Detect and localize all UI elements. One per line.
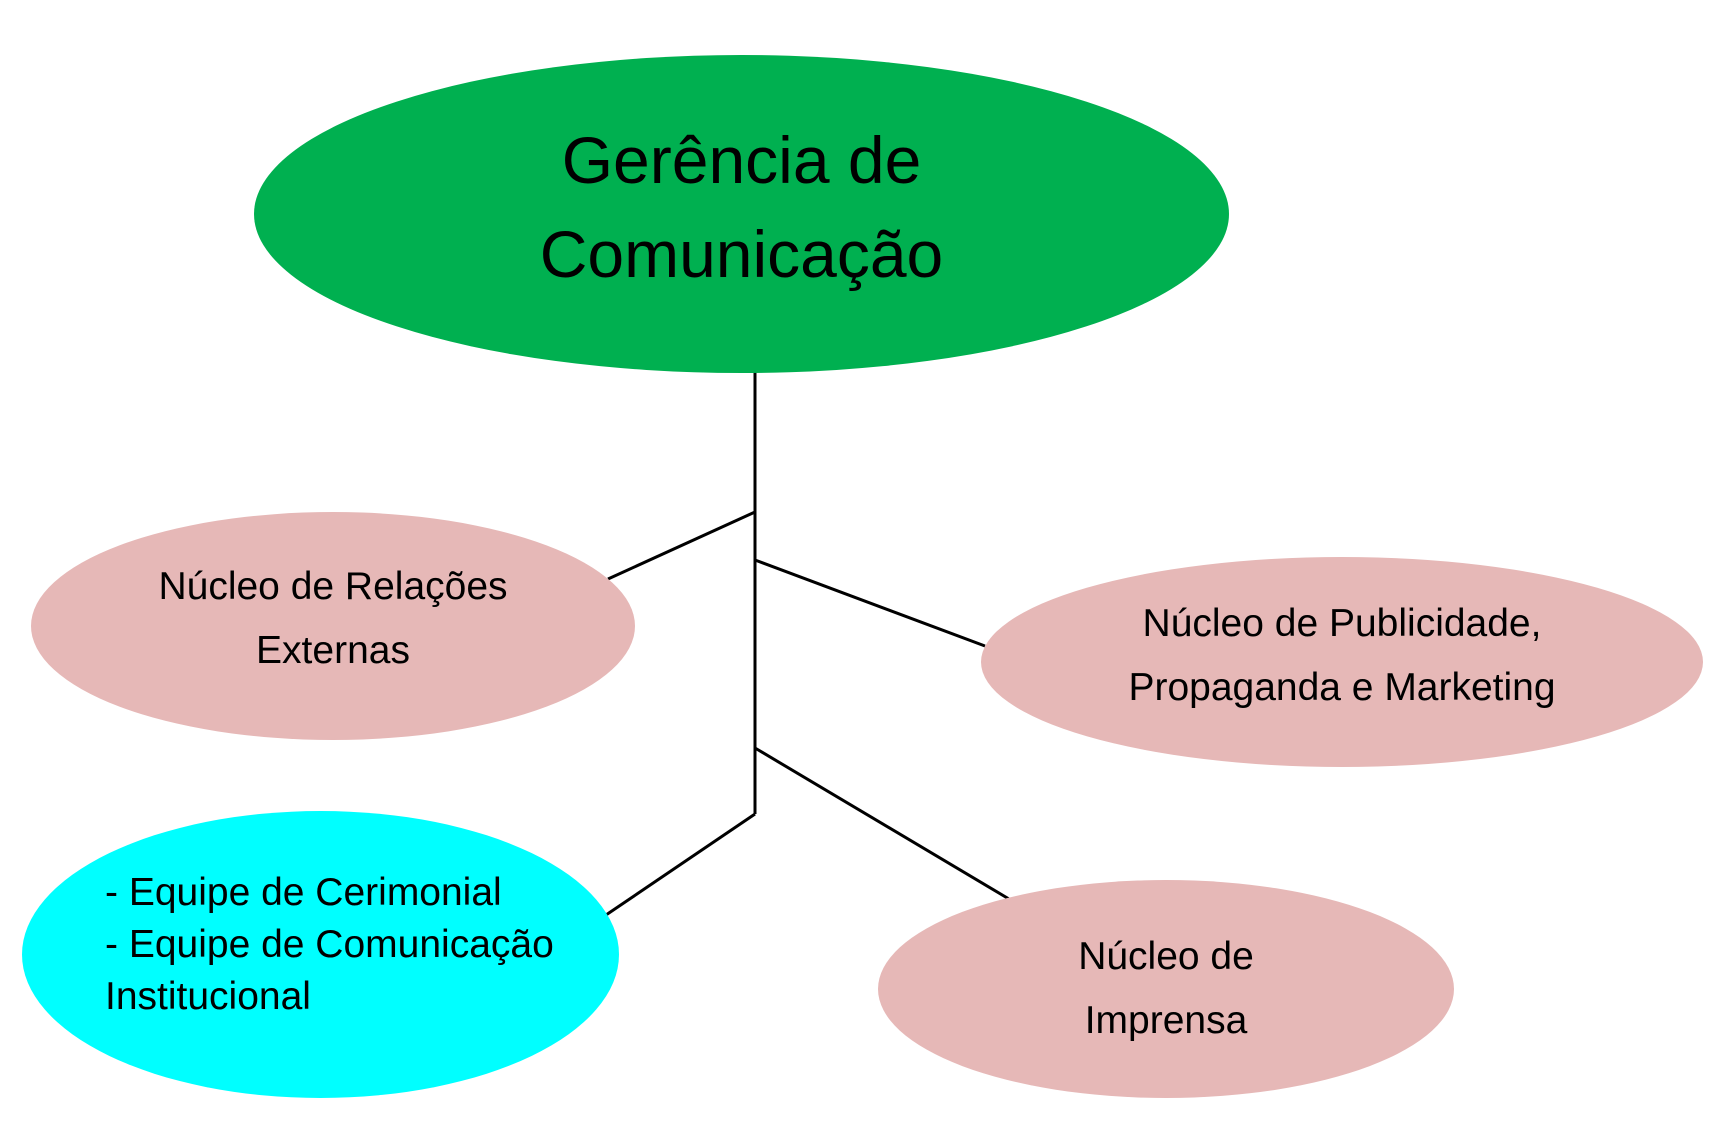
equipes-label-line-2: - Equipe de Comunicação (105, 922, 554, 966)
relacoes-label-line-1: Núcleo de Relações (158, 565, 508, 608)
publicidade-label-line-1: Núcleo de Publicidade, (1142, 602, 1542, 645)
node-equipes: - Equipe de Cerimonial - Equipe de Comun… (22, 811, 619, 1098)
root-node-gerencia: Gerência de Comunicação (254, 55, 1229, 373)
connector-equipes (602, 812, 756, 919)
publicidade-label-line-2: Propaganda e Marketing (1128, 666, 1556, 709)
root-label-line-1: Gerência de (561, 123, 922, 197)
node-imprensa: Núcleo de Imprensa (878, 880, 1454, 1098)
root-label-line-2: Comunicação (539, 217, 944, 291)
equipes-label-line-3: Institucional (105, 974, 311, 1018)
relacoes-label-line-2: Externas (256, 629, 410, 672)
connector-imprensa (754, 746, 1010, 901)
node-relacoes-externas: Núcleo de Relações Externas (31, 512, 635, 740)
equipes-label-line-1: - Equipe de Cerimonial (105, 870, 502, 914)
imprensa-label-line-1: Núcleo de (1078, 935, 1254, 978)
imprensa-label-line-2: Imprensa (1084, 999, 1248, 1042)
connector-relacoes (607, 510, 756, 581)
node-publicidade: Núcleo de Publicidade, Propaganda e Mark… (981, 557, 1703, 767)
connector-publicidade (754, 558, 986, 648)
